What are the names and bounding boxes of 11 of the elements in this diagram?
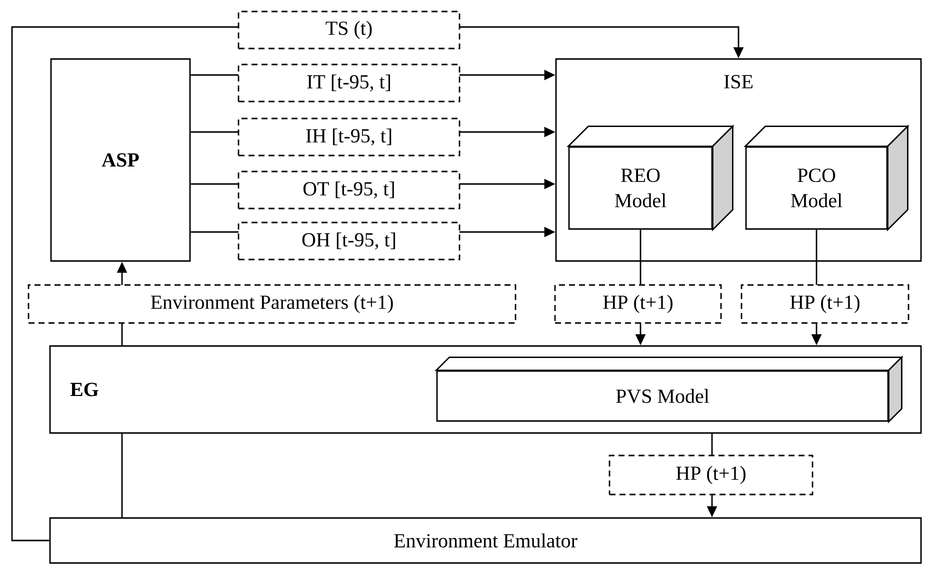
edge-label: Environment Parameters (t+1) (28, 284, 516, 324)
edge-label: HP (t+1) (608, 454, 814, 496)
edge-label: IH [t-95, t] (238, 118, 460, 156)
edge-label: IT [t-95, t] (238, 64, 460, 102)
edge-label: OT [t-95, t] (238, 170, 460, 210)
edge-label: HP (t+1) (740, 284, 910, 324)
edge-label: HP (t+1) (554, 284, 722, 324)
process-box: Environment Emulator (49, 517, 922, 564)
edge-label: TS (t) (238, 10, 460, 50)
process-box: ASP (50, 58, 191, 262)
edge-label: OH [t-95, t] (238, 222, 460, 260)
